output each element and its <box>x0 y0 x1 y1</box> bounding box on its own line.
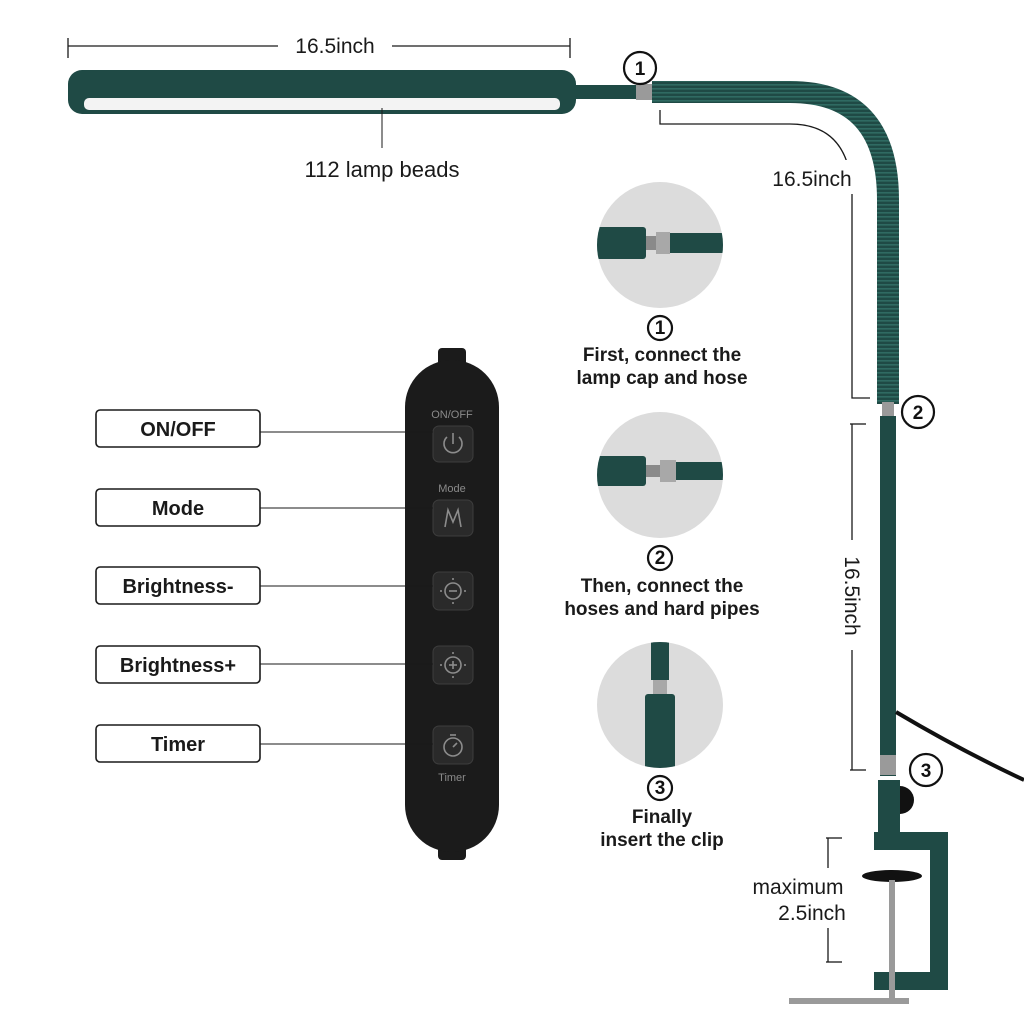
power-button[interactable] <box>432 425 474 463</box>
brightness-up-icon <box>440 652 466 678</box>
hose-length-dimension: 16.5inch <box>659 110 870 399</box>
callout-onoff: ON/OFF <box>95 409 433 448</box>
step-3: 3 Finally insert the clip <box>600 774 724 851</box>
power-cord <box>894 710 1024 782</box>
step-2-line1: Then, connect the <box>581 576 744 597</box>
pipe-length-label: 16.5inch <box>840 556 863 635</box>
timer-button[interactable] <box>432 725 474 765</box>
hose-connector <box>882 402 894 416</box>
step-3-line1: Finally <box>632 807 693 828</box>
gooseneck-hose <box>652 81 899 404</box>
callout-mode: Mode <box>95 488 433 527</box>
mode-m-icon <box>444 507 462 528</box>
hard-pipe <box>880 416 896 776</box>
brightness-up-button[interactable] <box>432 645 474 685</box>
step-2: 2 Then, connect the hoses and hard pipes <box>564 544 760 620</box>
svg-text:ON/OFF: ON/OFF <box>140 419 216 441</box>
svg-text:3: 3 <box>655 778 666 799</box>
pipe-connector <box>880 755 896 775</box>
step-2-line2: hoses and hard pipes <box>564 599 759 620</box>
clamp-opening-dimension: maximum 2.5inch <box>752 837 846 963</box>
step-1: 1 First, connect the lamp cap and hose <box>576 314 748 389</box>
callout-brightness-up: Brightness+ <box>95 645 433 684</box>
clamp-label-line1: maximum <box>752 876 843 899</box>
brightness-down-icon <box>440 578 466 604</box>
head-width-label: 16.5inch <box>295 35 374 58</box>
step-2-detail <box>597 412 723 538</box>
power-icon <box>443 433 463 454</box>
svg-text:Timer: Timer <box>151 734 205 756</box>
svg-text:2: 2 <box>655 548 666 569</box>
beads-label: 112 lamp beads <box>305 157 460 182</box>
badge-2: 2 <box>900 394 936 430</box>
head-width-dimension: 16.5inch <box>67 35 571 58</box>
lamp-head <box>68 70 652 114</box>
remote-label-onoff: ON/OFF <box>431 409 473 421</box>
svg-text:Brightness+: Brightness+ <box>120 655 236 677</box>
badge-3: 3 <box>908 752 944 788</box>
svg-text:Mode: Mode <box>152 498 204 520</box>
callout-timer: Timer <box>95 724 433 763</box>
desk-clamp <box>789 780 948 1004</box>
step-1-line1: First, connect the <box>583 345 741 366</box>
mode-button[interactable] <box>432 499 474 537</box>
svg-text:2: 2 <box>913 403 924 424</box>
svg-text:3: 3 <box>921 761 932 782</box>
pipe-length-dimension: 16.5inch <box>840 423 866 771</box>
svg-text:1: 1 <box>655 318 666 339</box>
svg-text:Brightness-: Brightness- <box>122 576 233 598</box>
badge-1: 1 <box>622 50 658 86</box>
inline-remote-control: ON/OFF Mode <box>405 348 499 860</box>
timer-icon <box>443 734 463 757</box>
step-1-detail <box>597 182 723 308</box>
step-3-line2: insert the clip <box>600 830 724 851</box>
remote-label-timer: Timer <box>438 772 466 784</box>
hose-length-label: 16.5inch <box>772 168 851 191</box>
callout-brightness-down: Brightness- <box>95 566 433 605</box>
clamp-label-line2: 2.5inch <box>778 902 846 925</box>
brightness-down-button[interactable] <box>432 571 474 611</box>
step-3-detail <box>597 642 723 768</box>
svg-text:1: 1 <box>635 59 646 80</box>
remote-label-mode: Mode <box>438 483 466 495</box>
step-1-line2: lamp cap and hose <box>576 368 747 389</box>
